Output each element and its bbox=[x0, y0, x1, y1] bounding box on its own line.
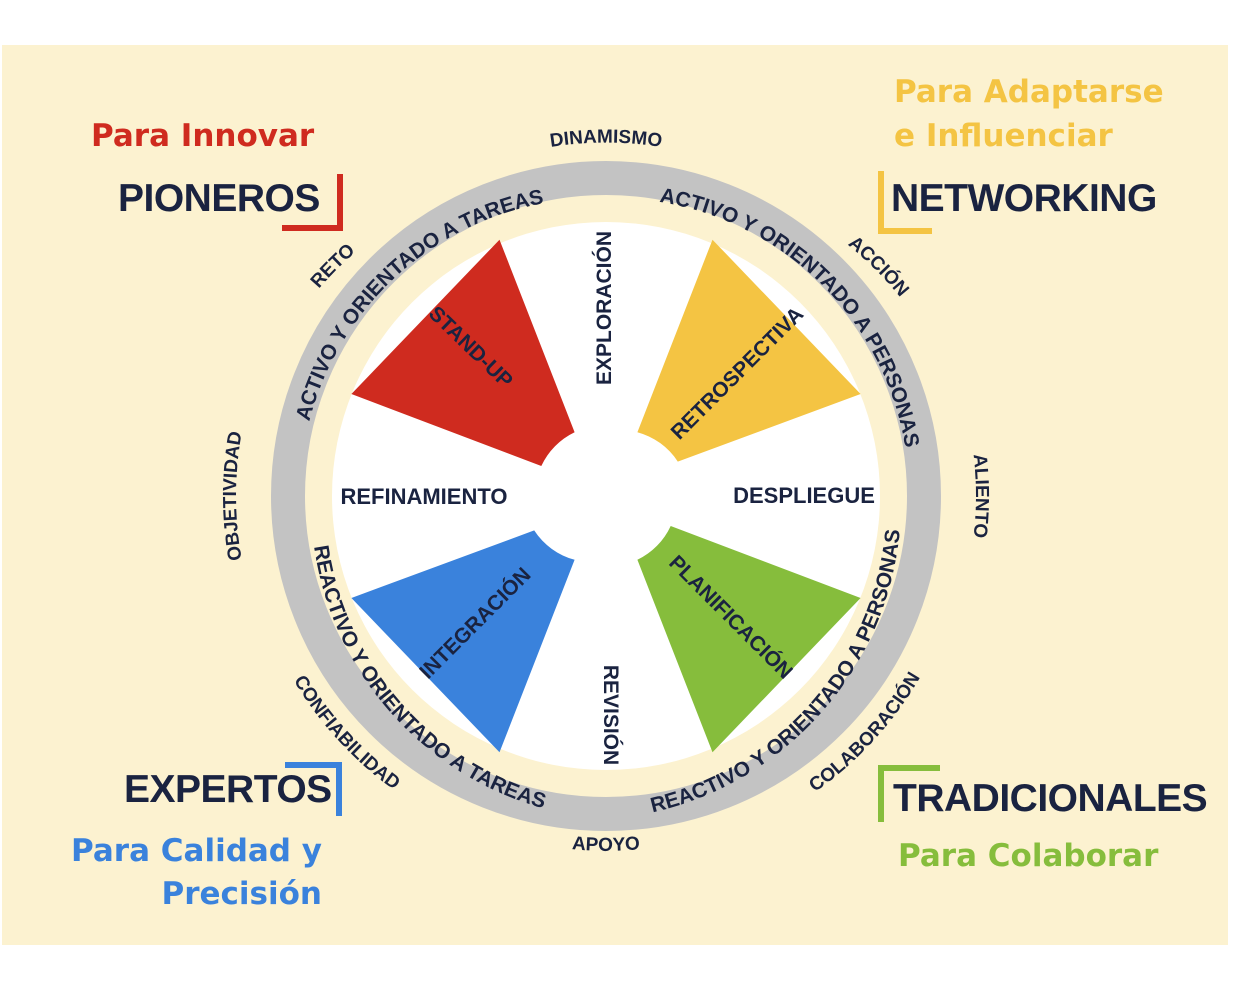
stand-up-segment bbox=[351, 239, 575, 466]
retrospectiva-segment bbox=[637, 239, 861, 462]
tradicionales-title: TRADICIONALES bbox=[893, 777, 1208, 820]
pioneros-bracket bbox=[282, 174, 343, 231]
outer-ring bbox=[271, 161, 941, 831]
pioneros-title: PIONEROS bbox=[118, 177, 320, 220]
refinamiento-label: REFINAMIENTO bbox=[340, 484, 507, 509]
outer-label-dinamismo: DINAMISMO bbox=[549, 127, 664, 152]
networking-subtitle-line2: e Influenciar bbox=[894, 118, 1113, 154]
pioneros-subtitle: Para Innovar bbox=[91, 118, 315, 154]
revision-label: REVISIÓN bbox=[599, 665, 623, 765]
planificacion-segment bbox=[637, 526, 861, 753]
networking-subtitle-line1: Para Adaptarse bbox=[894, 74, 1164, 110]
outer-label-apoyo: APOYO bbox=[571, 833, 640, 856]
networking-bracket bbox=[878, 171, 932, 234]
despliegue-label: DESPLIEGUE bbox=[733, 483, 875, 508]
outer-label-aliento: ALIENTO bbox=[969, 453, 992, 539]
exploracion-label: EXPLORACIÓN bbox=[592, 231, 616, 385]
networking-title: NETWORKING bbox=[891, 177, 1157, 220]
tradicionales-subtitle: Para Colaborar bbox=[898, 838, 1159, 874]
integracion-segment bbox=[351, 530, 575, 753]
expertos-subtitle-line1: Para Calidad y bbox=[70, 833, 322, 869]
expertos-subtitle-line2: Precisión bbox=[161, 876, 322, 912]
expertos-bracket bbox=[285, 762, 342, 816]
expertos-title: EXPERTOS bbox=[124, 768, 332, 811]
outer-label-objetividad: OBJETIVIDAD bbox=[220, 430, 247, 562]
tradicionales-bracket bbox=[878, 765, 940, 822]
